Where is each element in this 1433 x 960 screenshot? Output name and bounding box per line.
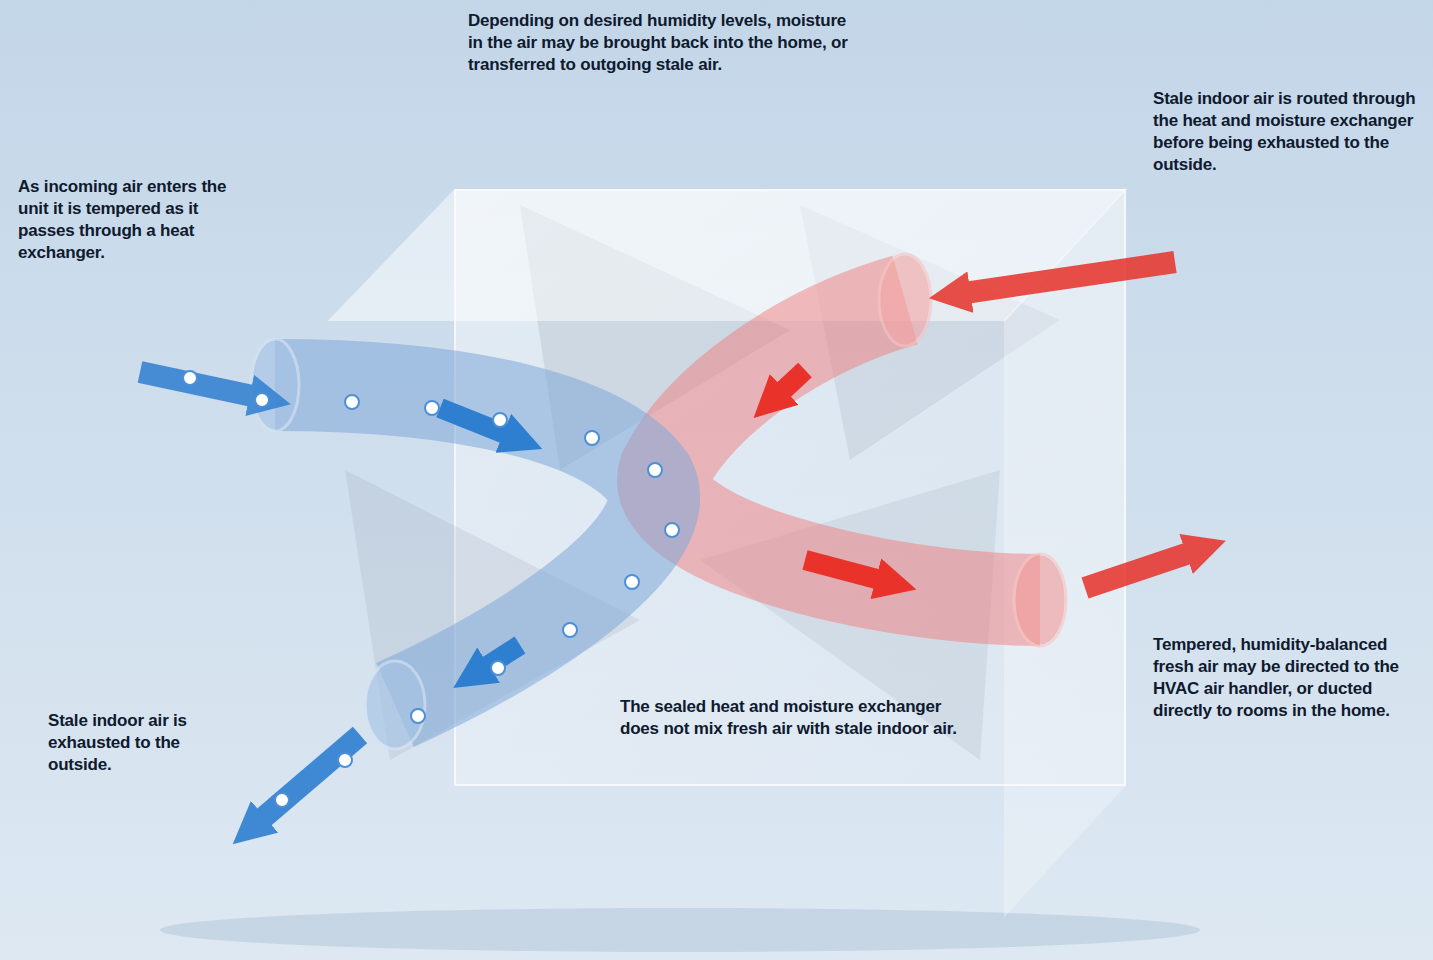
droplet <box>338 753 352 767</box>
droplet <box>665 523 679 537</box>
droplet <box>411 709 425 723</box>
shadow <box>160 908 1200 952</box>
droplet <box>345 395 359 409</box>
droplet <box>183 371 197 385</box>
duct-opening <box>879 254 931 346</box>
droplet <box>255 393 269 407</box>
callout-text: Stale indoor air is exhausted to the out… <box>48 710 238 776</box>
fresh-air-duct <box>251 339 654 749</box>
duct-opening <box>251 339 299 431</box>
red-tube <box>663 300 1040 600</box>
droplet <box>425 401 439 415</box>
airflow-arrows <box>140 262 1198 825</box>
exhaust-arrow <box>255 735 360 825</box>
flow-arrow <box>805 560 888 582</box>
stale-in-arrow <box>958 262 1175 294</box>
droplet <box>648 463 662 477</box>
duct-opening <box>365 661 425 749</box>
droplet <box>491 661 505 675</box>
stale-air-duct <box>663 254 1066 646</box>
callout-text: Stale indoor air is routed through the h… <box>1153 88 1425 176</box>
blue-tube <box>275 385 654 705</box>
incoming-arrow <box>140 372 262 398</box>
droplet <box>275 793 289 807</box>
callout-text: Depending on desired humidity levels, mo… <box>468 10 848 76</box>
callout-text: As incoming air enters the unit it is te… <box>18 176 233 264</box>
droplet <box>625 575 639 589</box>
fresh-out-arrow <box>1085 550 1198 588</box>
moisture-droplets <box>183 371 679 807</box>
droplet <box>563 623 577 637</box>
callout-text: Tempered, humidity-balanced fresh air ma… <box>1153 634 1425 722</box>
flow-arrow <box>440 408 515 438</box>
droplet <box>585 431 599 445</box>
droplet <box>493 413 507 427</box>
top-face <box>330 190 1125 320</box>
callout-text: The sealed heat and moisture exchanger d… <box>620 696 960 740</box>
side-face <box>1005 190 1125 915</box>
flow-arrow <box>775 370 805 398</box>
duct-opening <box>1014 554 1066 646</box>
unit-housing <box>330 190 1125 915</box>
